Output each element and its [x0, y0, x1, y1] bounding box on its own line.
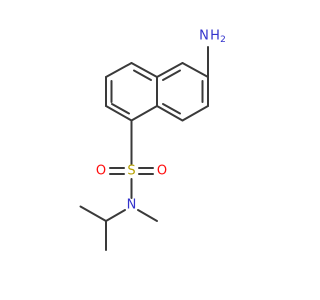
- amine-subscript: 2: [220, 35, 226, 45]
- double-bond-inner: [133, 69, 152, 81]
- bond: [130, 62, 158, 78]
- oxygen-left-label: O: [96, 164, 106, 179]
- double-bond-inner: [162, 103, 181, 115]
- amide-n-label: N: [127, 198, 137, 213]
- bond: [105, 105, 133, 122]
- bond-isopropyl-up: [79, 205, 107, 222]
- double-bond-inner: [162, 69, 181, 81]
- molecule-structure-diagram: N H 2 S O O N: [79, 29, 226, 251]
- bond: [156, 62, 184, 78]
- amine-label: N H 2: [199, 29, 226, 46]
- bond: [181, 62, 209, 78]
- bond: [105, 62, 133, 78]
- amine-n-symbol: N: [199, 29, 209, 44]
- bond: [156, 105, 184, 122]
- bond-n-methyl: [137, 209, 158, 222]
- bond: [181, 105, 209, 122]
- oxygen-right-label: O: [157, 164, 167, 179]
- bond: [130, 105, 158, 122]
- amine-h-symbol: H: [210, 29, 220, 44]
- double-bond-inner: [111, 103, 130, 115]
- sulfur-label: S: [127, 164, 135, 179]
- bond-n-isopropyl: [105, 209, 126, 222]
